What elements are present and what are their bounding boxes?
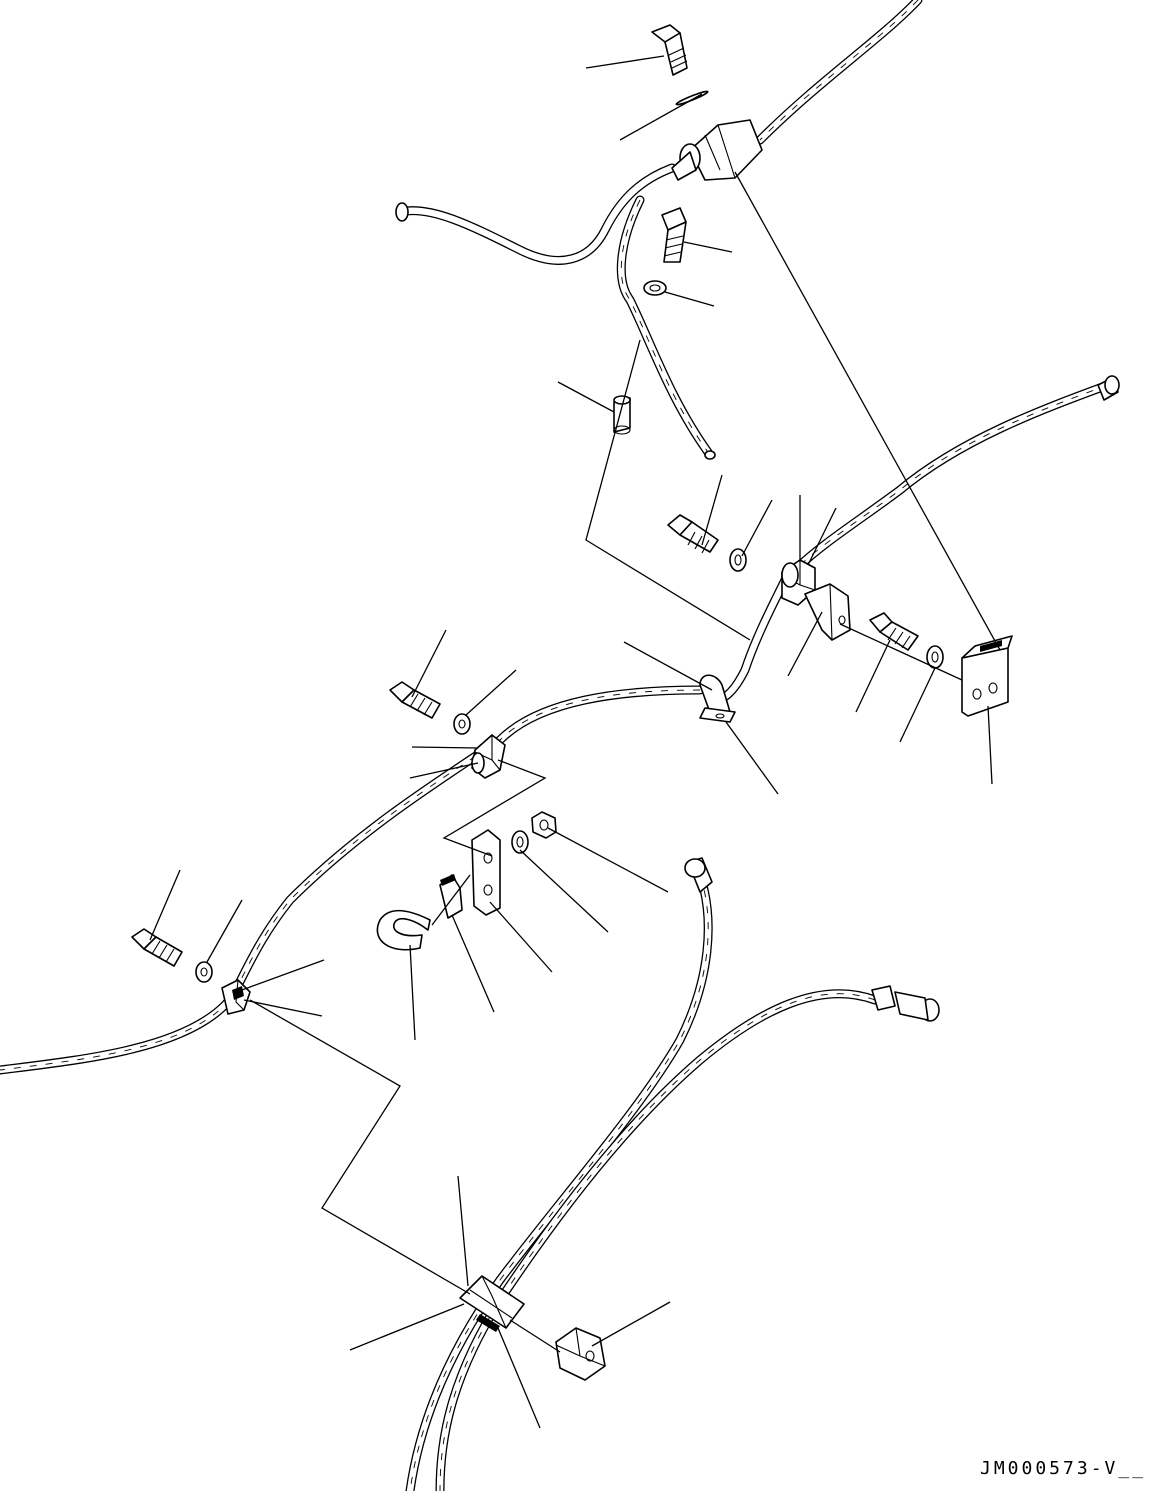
- nut-icon: [531, 811, 557, 839]
- bolt-icon: [131, 24, 919, 967]
- washer-icon: [195, 90, 944, 983]
- hose-lines: [0, 0, 1113, 1491]
- u-bolt-icon: [376, 909, 431, 951]
- drawing-code: JM000573-V__: [980, 1458, 1147, 1479]
- leader-lines: [149, 55, 993, 1429]
- connection-lines: [249, 171, 1001, 1353]
- fitting-icon: [671, 119, 1120, 1022]
- plate-icon: [961, 635, 1013, 717]
- bracket-icon: [439, 583, 851, 919]
- block-icon: [555, 1327, 606, 1381]
- clamp-icon: [221, 559, 816, 1332]
